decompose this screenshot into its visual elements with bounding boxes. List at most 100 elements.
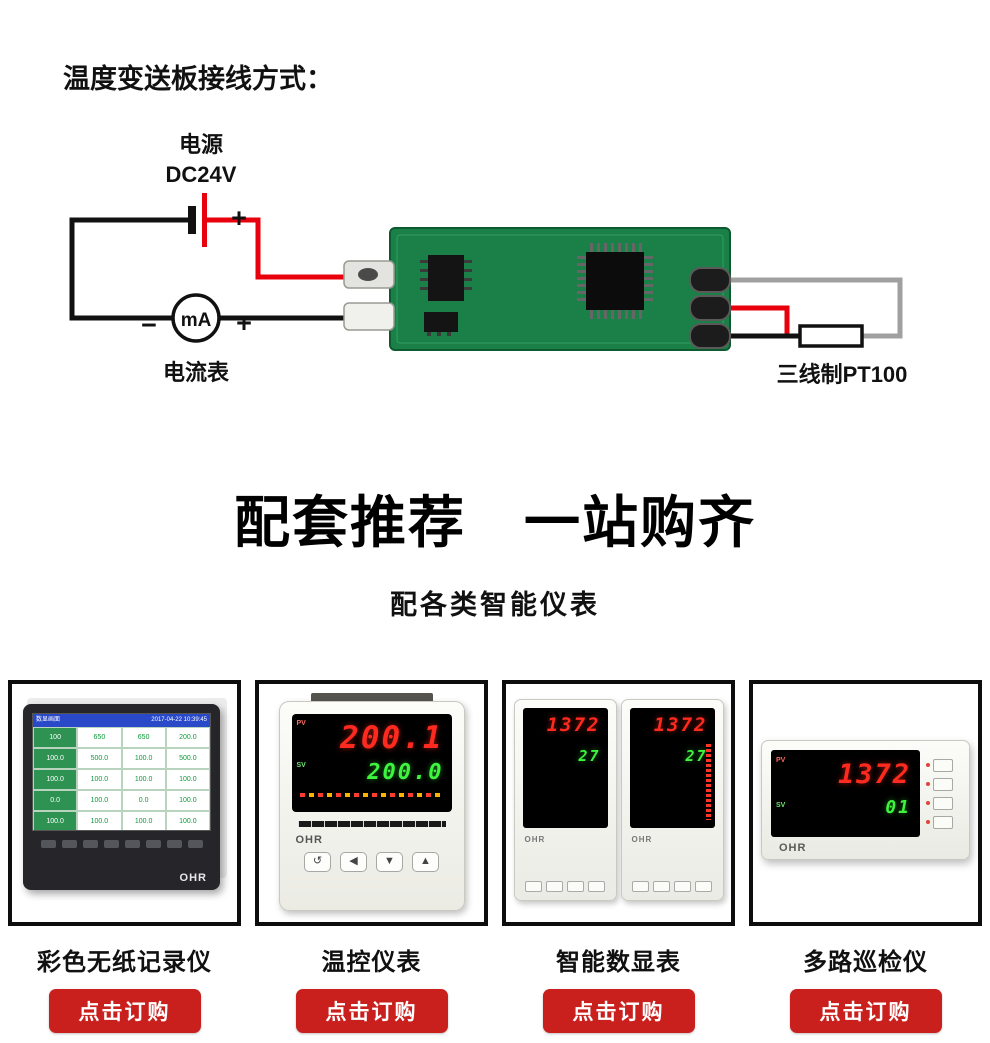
scanner-display: PV 1372 SV 01 [771,750,920,837]
digital-unit-left: 1372 27 OHR [513,699,617,901]
pv-value: 1372 [546,714,601,736]
recorder-cell: 100.0 [77,811,122,830]
controller-key: ↺ [304,852,331,872]
recorder-cell: 100.0 [77,790,122,811]
brand-logo: OHR [631,835,653,844]
order-button-digital-display[interactable]: 点击订购 [542,989,695,1033]
battery-plus-sign: + [231,203,247,233]
recorder-cell: 500.0 [165,748,210,769]
promo-heading: 配套推荐 一站购齐 [234,491,756,554]
unit-keypad [515,881,616,892]
recorder-cell: 650 [77,727,122,748]
bargraph-scale [297,821,446,827]
negative-wire [69,217,190,321]
controller-mount-clip [310,693,433,703]
input-terminal-bottom [343,302,395,331]
recorder-cell: 650 [121,727,166,748]
ammeter-caption: 电流表 [163,360,230,385]
order-button-scanner[interactable]: 点击订购 [789,989,942,1033]
output-terminal-1 [689,267,731,293]
wiring-diagram: 温度变送板接线方式： 电源 DC24V − + mA − + 电流表 [63,63,908,387]
order-button-recorder[interactable]: 点击订购 [48,989,201,1033]
red-bargraph [705,744,711,820]
power-label: 电源 [179,132,223,157]
wiring-diagram-section: 温度变送板接线方式： 电源 DC24V − + mA − + 电流表 [0,0,990,430]
product-name-temp-controller: 温控仪表 [321,949,422,976]
controller-key: ▲ [412,852,439,872]
unit-display: 1372 27 [629,708,715,828]
sv-label: SV [776,802,786,809]
order-button-temp-controller[interactable]: 点击订购 [295,989,448,1033]
input-terminal-top [343,260,395,289]
recorder-keypad [32,840,211,848]
ammeter-minus-sign: − [141,310,157,340]
scanner-device: PV 1372 SV 01 OHR [761,740,970,860]
pv-value: 1372 [653,714,708,736]
pv-label: PV [776,757,786,764]
ammeter-icon [171,293,221,343]
recorder-cell: 100.0 [121,748,166,769]
recorder-screen-title: 数显画面 [36,717,61,723]
output-terminal-2 [689,295,731,321]
recorder-cell: 100.0 [165,811,210,830]
recorder-cell: 100.0 [121,811,166,830]
recorder-titlebar: 数显画面 2017-04-22 10:39:45 [33,714,210,727]
unit-display: 1372 27 [522,708,608,828]
pt100-caption: 三线制PT100 [777,362,908,387]
pt100-sense-wire [722,277,903,339]
controller-device: PV 200.1 SV 200.0 OHR ↺◀▼▲ [278,701,465,911]
brand-logo: OHR [179,872,207,884]
ammeter-unit-text: mA [181,310,212,331]
sv-value: 27 [578,747,601,765]
mcu-chip [577,243,653,319]
output-terminal-3 [689,323,731,349]
recorder-cell: 100.0 [33,811,78,830]
pv-value: 1372 [837,759,911,790]
dual-units: 1372 27 OHR 1372 27 OHR [506,699,731,901]
recorder-cell: 0.0 [33,790,78,811]
recorder-cell: 100.0 [165,769,210,790]
promo-subheading: 配各类智能仪表 [390,590,600,620]
scanner-key [933,777,953,791]
recorder-cell: 100 [33,727,78,748]
digital-unit-right: 1372 27 OHR [620,699,724,901]
scanner-keypad [926,750,962,837]
diagram-title: 温度变送板接线方式： [63,63,333,94]
sv-value: 200.0 [367,760,444,785]
brand-logo: OHR [779,842,807,854]
scanner-key [933,815,953,829]
product-card-digital-display[interactable]: 1372 27 OHR 1372 27 OHR [502,680,735,926]
controller-keypad: ↺◀▼▲ [280,852,464,872]
recorder-cell: 500.0 [77,748,122,769]
product-card-temp-controller[interactable]: PV 200.1 SV 200.0 OHR ↺◀▼▲ [255,680,488,926]
channel-value: 01 [885,797,911,818]
recorder-cell: 100.0 [165,790,210,811]
product-name-digital-display: 智能数显表 [556,949,681,976]
battery-icon [188,193,207,247]
scanner-key [933,796,953,810]
product-col-scanner: PV 1372 SV 01 OHR 多路巡检仪 点击订购 [749,680,982,1033]
battery-minus-sign: − [144,205,160,235]
small-component [424,312,458,336]
pv-label: PV [296,720,306,727]
pv-value: 200.1 [340,720,444,756]
recorder-cell: 100.0 [121,769,166,790]
recorder-timestamp: 2017-04-22 10:39:45 [151,717,207,723]
controller-key: ▼ [376,852,403,872]
product-name-scanner: 多路巡检仪 [803,949,928,976]
recorder-cell: 100.0 [33,748,78,769]
unit-keypad [622,881,723,892]
brand-logo: OHR [524,835,546,844]
alarm-indicator-strip [299,793,444,797]
controller-display: PV 200.1 SV 200.0 [291,714,452,812]
product-card-scanner[interactable]: PV 1372 SV 01 OHR [749,680,982,926]
scanner-key [933,758,953,772]
recorder-cell: 0.0 [121,790,166,811]
led-indicator [926,820,930,824]
product-col-digital-display: 1372 27 OHR 1372 27 OHR [502,680,735,1033]
